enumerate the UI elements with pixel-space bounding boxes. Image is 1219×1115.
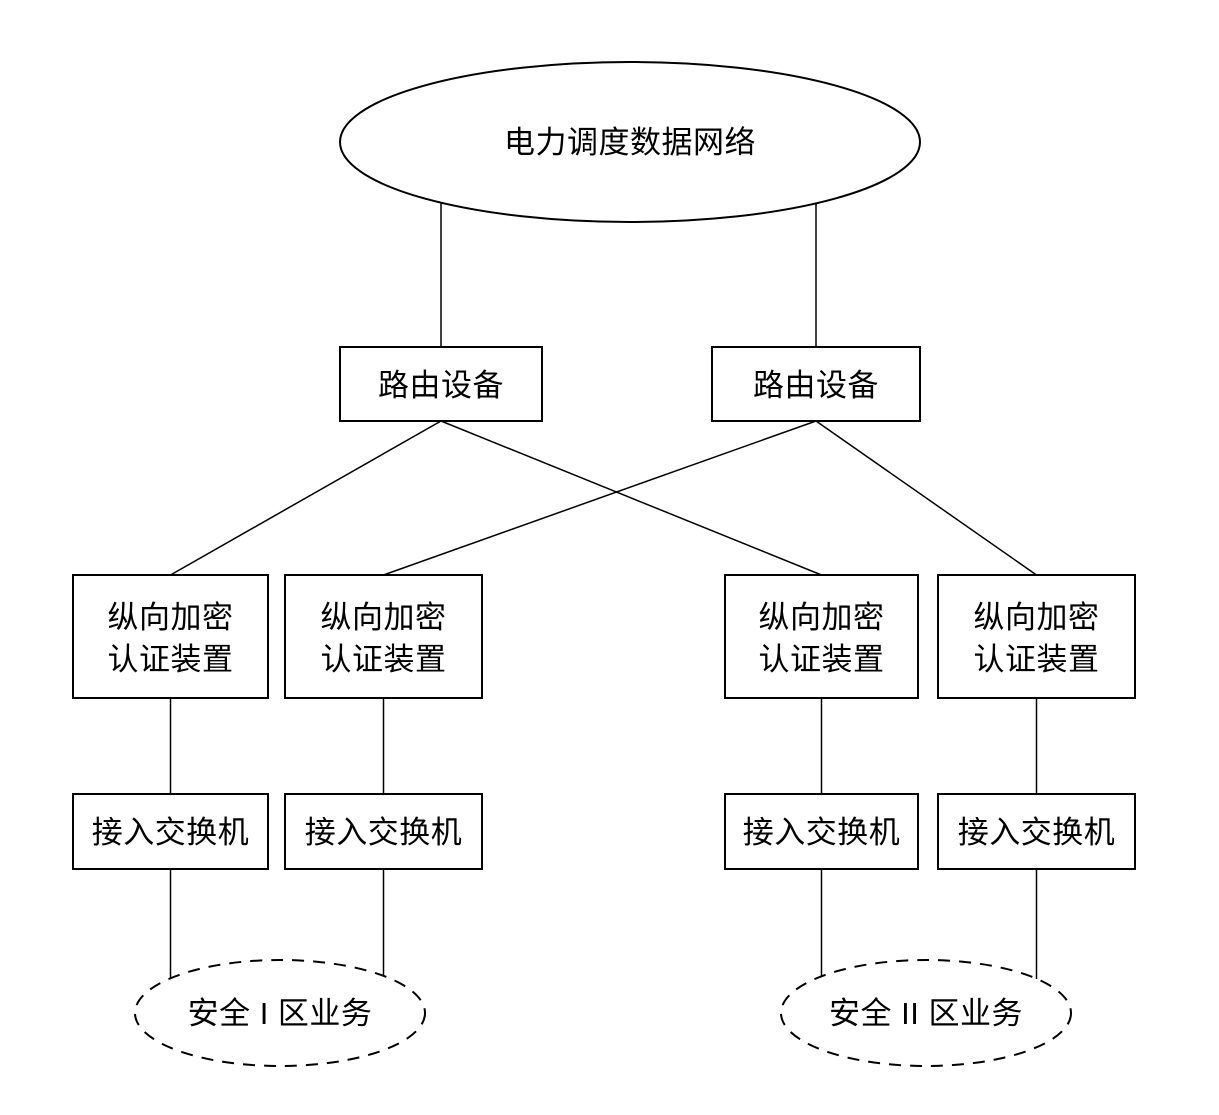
encryptor-1-box xyxy=(72,574,269,699)
encryptor-2-label-line1: 纵向加密 xyxy=(321,600,447,635)
network-cloud-label: 电力调度数据网络 xyxy=(504,125,756,160)
switch-1-box xyxy=(72,793,269,870)
router-left-label: 路由设备 xyxy=(378,368,504,403)
encryptor-3-box xyxy=(724,574,919,699)
switch-4-box xyxy=(937,793,1136,870)
edge-router-right-encryptor-2 xyxy=(383,420,817,576)
switch-3-label: 接入交换机 xyxy=(743,815,901,850)
switch-4-label: 接入交换机 xyxy=(958,815,1116,850)
switch-2-box xyxy=(284,793,483,870)
edge-router-right-encryptor-4 xyxy=(815,420,1037,576)
switch-3-box xyxy=(724,793,919,870)
encryptor-3-label-line2: 认证装置 xyxy=(759,642,885,677)
encryptor-1-label-line2: 认证装置 xyxy=(108,642,234,677)
router-right-box xyxy=(711,346,921,422)
router-right-label: 路由设备 xyxy=(753,368,879,403)
security-zone-2-label: 安全 II 区业务 xyxy=(829,996,1023,1031)
router-left-box xyxy=(339,346,543,422)
switch-1-label: 接入交换机 xyxy=(92,815,250,850)
encryptor-3-label-line1: 纵向加密 xyxy=(759,600,885,635)
security-zone-1-ellipse xyxy=(134,959,426,1067)
edge-router-left-encryptor-1 xyxy=(170,420,442,576)
encryptor-1-label-line1: 纵向加密 xyxy=(108,600,234,635)
encryptor-4-label-line1: 纵向加密 xyxy=(974,600,1100,635)
encryptor-4-box xyxy=(937,574,1136,699)
security-zone-2-ellipse xyxy=(780,959,1072,1067)
encryptor-4-label-line2: 认证装置 xyxy=(974,642,1100,677)
network-cloud xyxy=(339,61,921,223)
security-zone-1-label: 安全 I 区业务 xyxy=(188,996,373,1031)
encryptor-2-label-line2: 认证装置 xyxy=(321,642,447,677)
edge-router-left-encryptor-3 xyxy=(440,420,822,576)
edges xyxy=(169,203,1038,979)
switch-2-label: 接入交换机 xyxy=(305,815,463,850)
encryptor-2-box xyxy=(284,574,483,699)
